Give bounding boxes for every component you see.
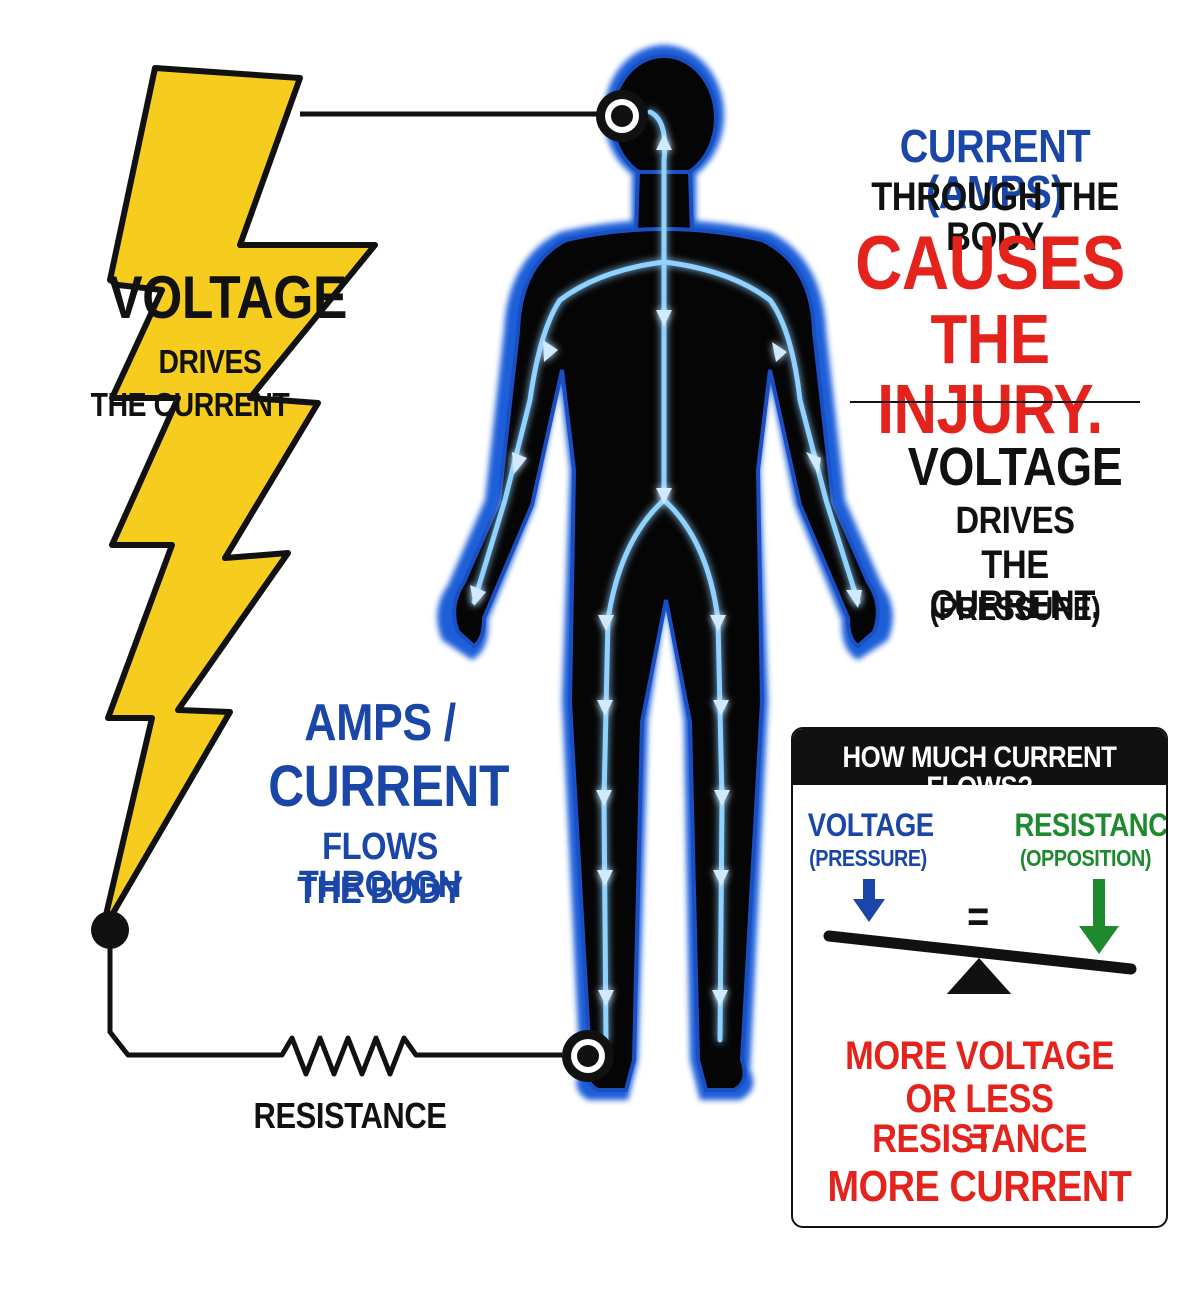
panel-equals: = — [967, 892, 989, 941]
voltage-note-line-1: VOLTAGE — [907, 437, 1123, 497]
panel-resistance-label: RESISTANCE — [1014, 807, 1168, 843]
balance-scale-icon — [823, 879, 1137, 994]
panel-result-line-1: MORE VOLTAGE — [845, 1034, 1114, 1078]
bolt-line-2: THE CURRENT — [90, 386, 290, 423]
resistance-arrow-icon — [1079, 879, 1119, 954]
voltage-note-line-2: DRIVES — [955, 500, 1075, 542]
current-label-line-2: CURRENT — [268, 754, 510, 819]
panel-resistance-sub: (OPPOSITION) — [1019, 845, 1152, 871]
panel-header-text: HOW MUCH CURRENT FLOWS? — [842, 741, 1117, 804]
headline-line-2: THROUGH THE BODY — [871, 175, 1119, 259]
resistor-zigzag-icon — [268, 1035, 562, 1077]
bolt-contact-node — [91, 911, 129, 949]
human-silhouette-icon — [437, 45, 893, 1100]
panel-result-line-3: MORE CURRENT — [827, 1162, 1132, 1211]
current-label-line-1: AMPS / — [304, 694, 456, 752]
headline-line-1: CURRENT (AMPS) — [899, 120, 1091, 218]
bolt-title: VOLTAGE — [108, 264, 347, 331]
bolt-line-1: DRIVES — [158, 343, 262, 380]
current-label-line-3: FLOWS THROUGH — [298, 826, 462, 906]
voltage-note-line-4: (PRESSURE) — [929, 590, 1101, 627]
headline-divider — [850, 401, 1140, 403]
panel-voltage-label: VOLTAGE — [807, 807, 934, 843]
panel-result-equals: = — [968, 1119, 988, 1163]
foot-electrode-icon — [562, 1030, 614, 1082]
headline-line-4: THE INJURY. — [877, 300, 1103, 448]
resistance-label: RESISTANCE — [253, 1095, 447, 1136]
voltage-arrow-icon — [853, 879, 885, 922]
panel-result-line-2: OR LESS RESISTANCE — [872, 1077, 1087, 1161]
head-electrode-icon — [596, 90, 648, 142]
panel-voltage-sub: (PRESSURE) — [809, 845, 927, 871]
voltage-note-line-3: THE CURRENT. — [929, 543, 1101, 627]
seesaw-fulcrum-icon — [946, 958, 1012, 994]
current-flow-panel: HOW MUCH CURRENT FLOWS? VOLTAGE (PRESSUR… — [791, 727, 1168, 1228]
current-label-line-4: THE BODY — [297, 870, 463, 912]
headline-line-3: CAUSES — [855, 221, 1125, 306]
wire-bottom — [107, 928, 268, 1058]
panel-header — [793, 729, 1166, 785]
